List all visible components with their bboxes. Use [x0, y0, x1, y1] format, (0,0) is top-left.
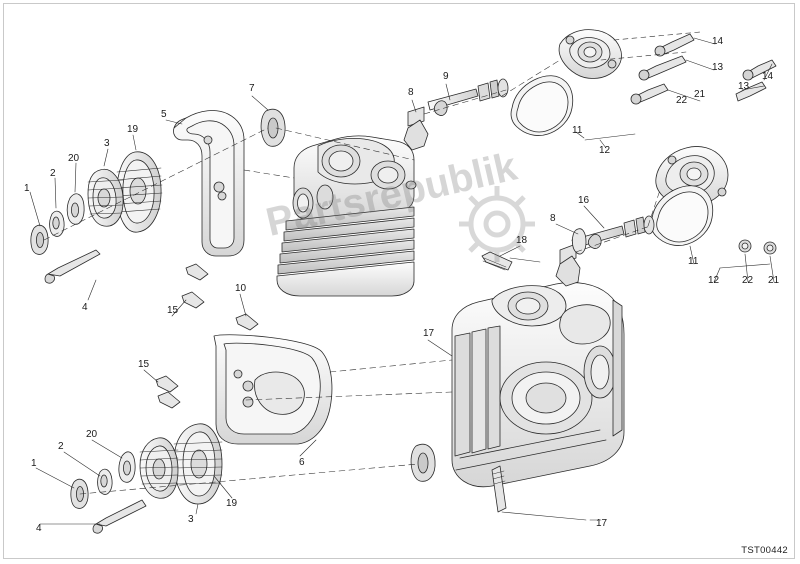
callout-11-a: 11 [572, 125, 583, 136]
camshaft-seal-lower [410, 443, 436, 482]
construction-lines [43, 59, 661, 495]
belt-guard-upper [173, 110, 245, 257]
camshaft-mid [555, 215, 655, 287]
callout-11-b: 11 [688, 256, 699, 267]
callout-5: 5 [161, 109, 167, 120]
callout-8-b: 8 [550, 213, 556, 224]
camshaft-upper [403, 78, 509, 151]
callout-19-a: 19 [127, 124, 139, 135]
cylinder-head-upper [276, 135, 417, 297]
callout-18: 18 [516, 235, 528, 246]
callout-7: 7 [249, 83, 255, 94]
callout-12-b: 12 [708, 275, 720, 286]
callout-21-b: 21 [768, 275, 780, 286]
callout-3-a: 3 [104, 138, 110, 149]
valve-cover-mid-right [650, 81, 777, 269]
callout-4-a: 4 [82, 302, 88, 313]
callout-16: 16 [578, 195, 590, 206]
callout-2-b: 2 [58, 441, 64, 452]
callout-15-a: 15 [167, 305, 179, 316]
stud-17-lower [491, 465, 587, 521]
callout-21-a: 21 [694, 89, 706, 100]
callout-14-a: 14 [712, 36, 724, 47]
callout-20-a: 20 [68, 153, 80, 164]
part-code: TST00442 [741, 545, 788, 556]
callout-22-b: 22 [742, 275, 754, 286]
callout-12-a: 12 [599, 145, 611, 156]
callout-9: 9 [443, 71, 449, 82]
diagram-frame [3, 3, 795, 559]
callout-6: 6 [299, 457, 305, 468]
callout-1-b: 1 [31, 458, 37, 469]
bolts-15 [155, 263, 259, 409]
callout-13-b: 13 [738, 81, 750, 92]
callout-10: 10 [235, 283, 247, 294]
callout-15-b: 15 [138, 359, 150, 370]
callout-19-b: 19 [226, 498, 238, 509]
camshaft-seal-7 [260, 108, 286, 147]
cylinder-head-lower [451, 282, 625, 488]
callout-20-b: 20 [86, 429, 98, 440]
timing-gear-upper [30, 151, 163, 284]
callout-13-a: 13 [712, 62, 724, 73]
callout-14-b: 14 [762, 71, 774, 82]
leader-lines [29, 37, 775, 525]
callout-3-b: 3 [188, 514, 194, 525]
callout-17-a: 17 [423, 328, 435, 339]
callout-22-a: 22 [676, 95, 688, 106]
timing-gear-lower [70, 423, 223, 534]
callout-2-a: 2 [50, 168, 56, 179]
callout-1-a: 1 [24, 183, 30, 194]
callout-17-b: 17 [596, 518, 608, 529]
callout-4-b: 4 [36, 523, 42, 534]
callout-8-a: 8 [408, 87, 414, 98]
belt-guard-lower [213, 334, 333, 445]
stud-18 [481, 251, 541, 271]
